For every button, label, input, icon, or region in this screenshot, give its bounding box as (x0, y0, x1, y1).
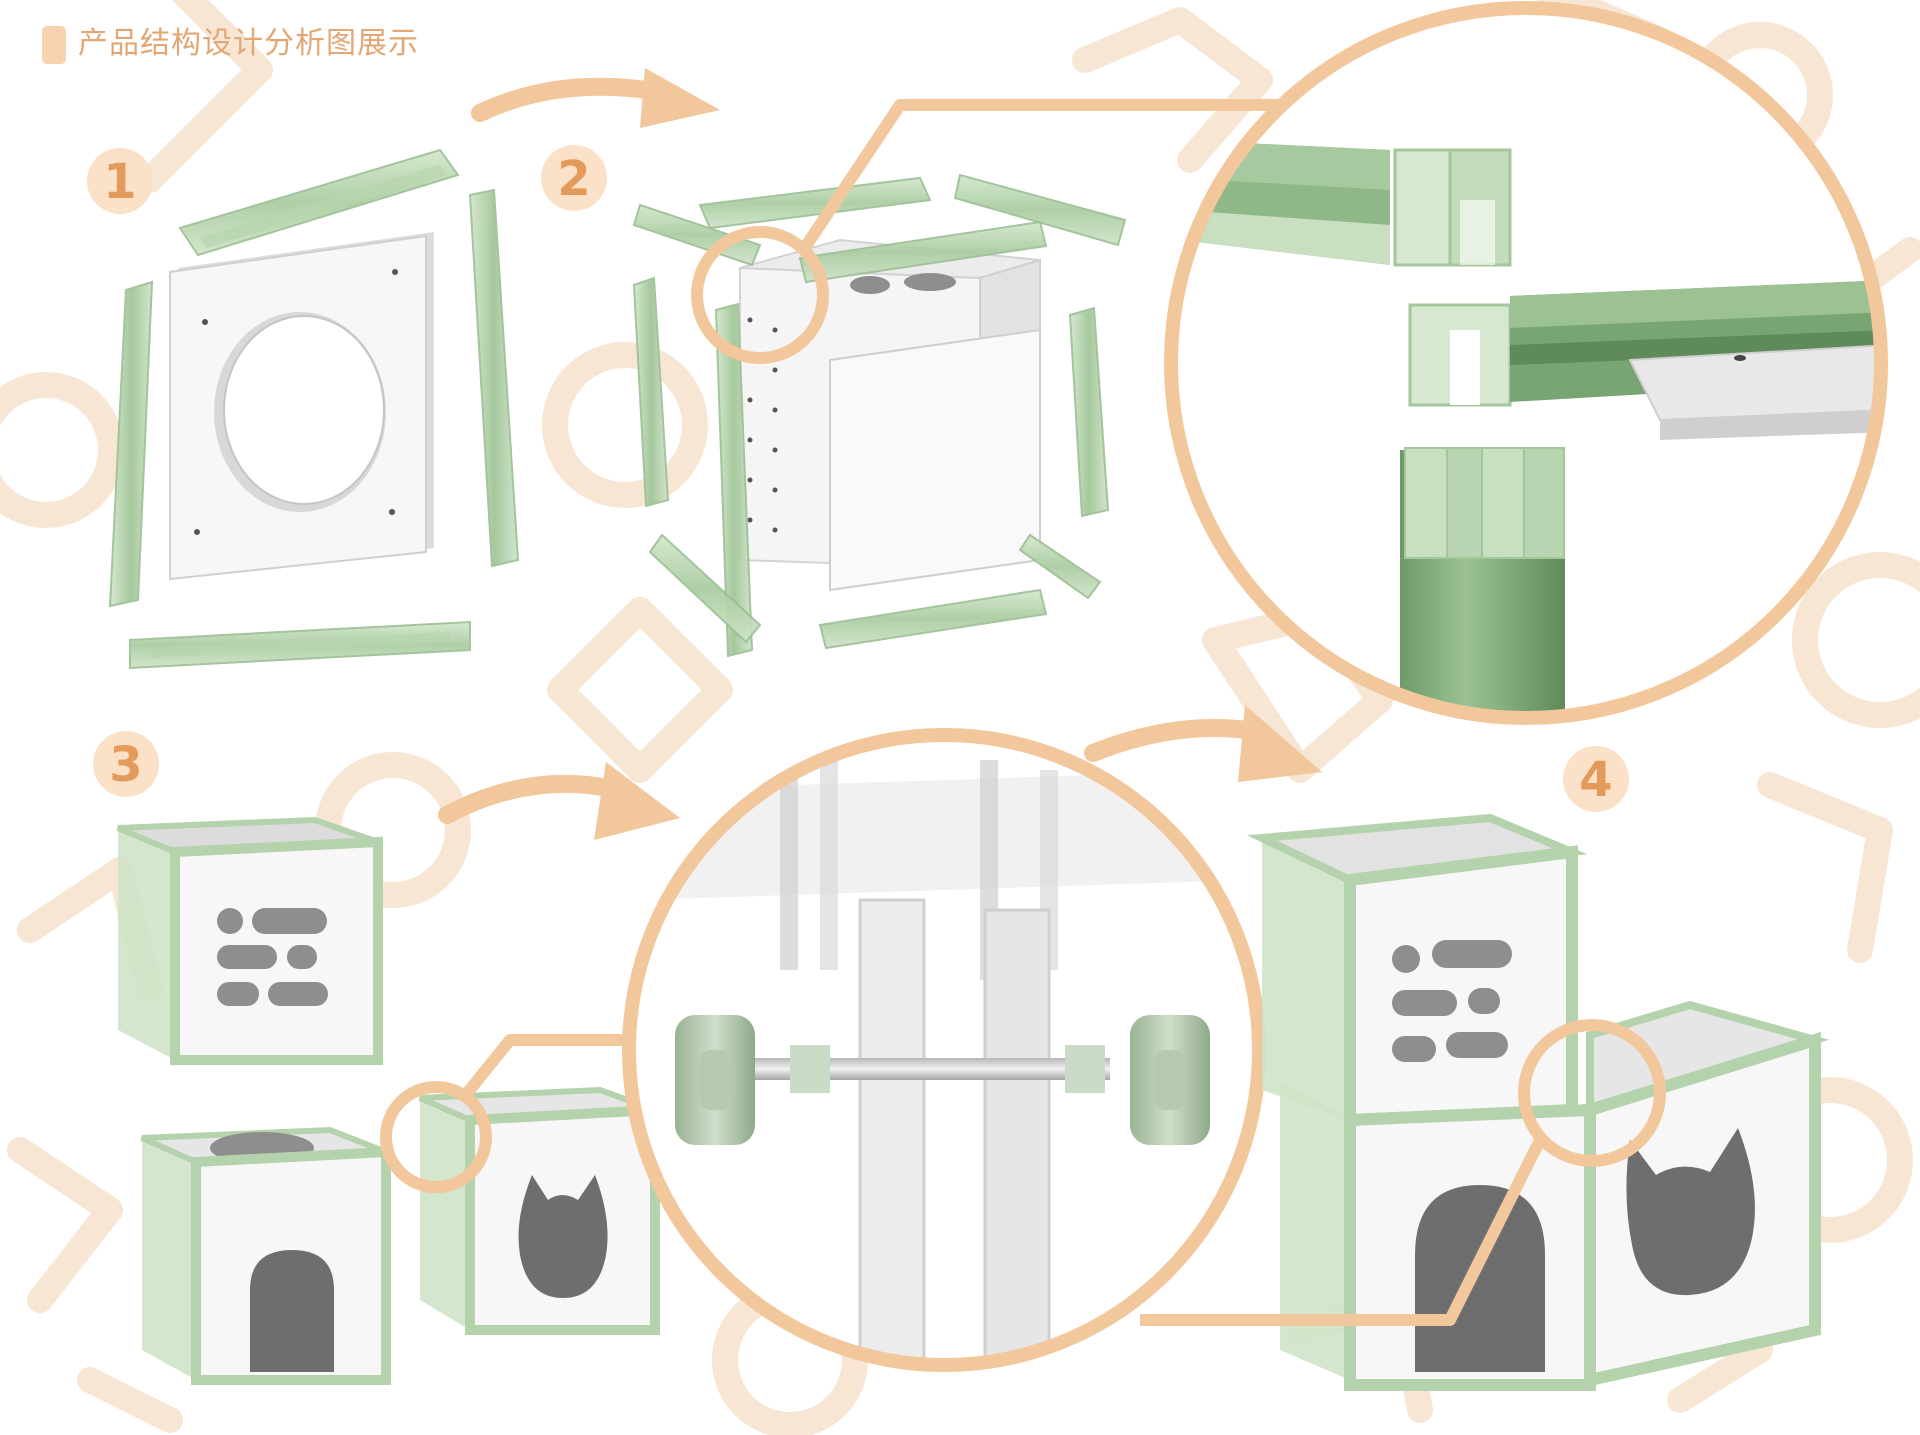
title-accent-bar (42, 26, 66, 64)
joint-detail-magnified (1164, 1, 1888, 725)
curved-arrow-icon (438, 762, 680, 840)
step4-stacked-cubes (1247, 813, 1830, 1391)
step-badge-3: 3 (93, 731, 159, 797)
page-title: 产品结构设计分析图展示 (78, 26, 419, 61)
step3-cube-bottom-left (140, 1126, 391, 1385)
step-number: 4 (1579, 752, 1612, 808)
step3-cube-bottom-right (418, 1086, 660, 1335)
step-badge-4: 4 (1563, 746, 1629, 812)
step-number: 2 (557, 151, 590, 207)
step-number: 3 (109, 737, 142, 793)
step-badge-2: 2 (541, 145, 607, 211)
zoom-circle-icon (380, 1034, 640, 1193)
wheel-axle-detail-magnified (622, 728, 1266, 1372)
step2-exploded-cube (632, 173, 1127, 658)
zoom-circle-icon (691, 99, 1310, 364)
zoom-circle-icon (1140, 1019, 1666, 1326)
step1-exploded-panel (108, 148, 520, 670)
step-badge-1: 1 (87, 148, 153, 214)
curved-arrow-icon (471, 68, 720, 128)
step-number: 1 (103, 154, 136, 210)
curved-arrow-icon (1084, 705, 1322, 782)
step3-cube-top (116, 816, 383, 1065)
